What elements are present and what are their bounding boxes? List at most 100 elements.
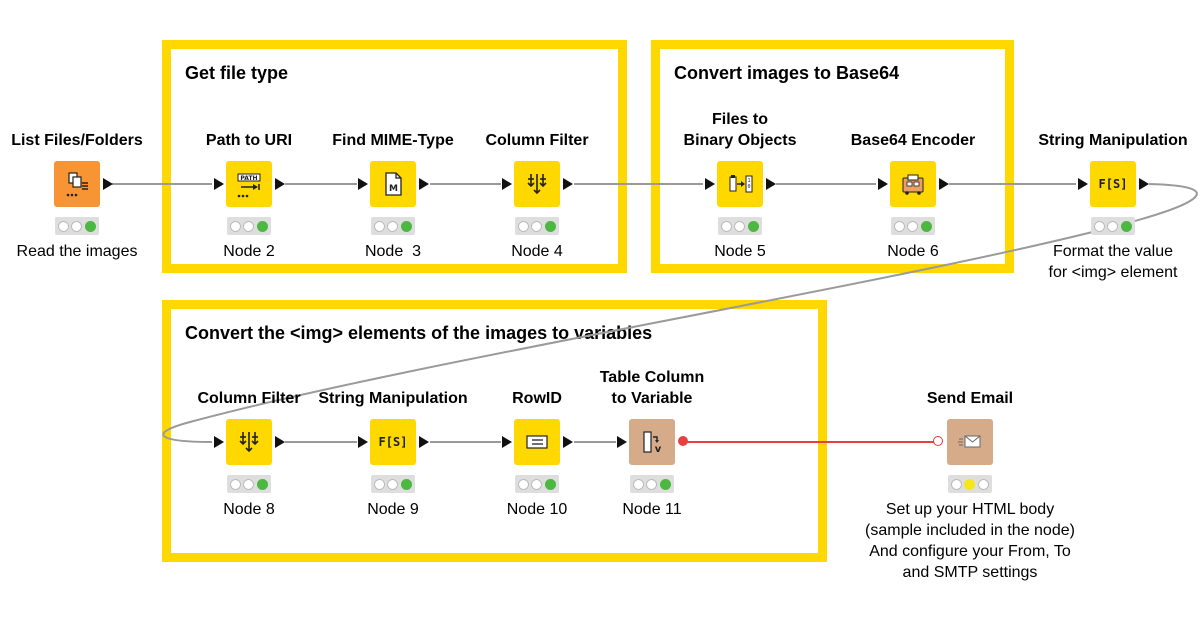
node-caption: Format the value for <img> element: [1048, 243, 1178, 281]
input-port[interactable]: [705, 178, 715, 190]
string-manipulation-icon[interactable]: F[S]: [370, 419, 416, 465]
variable-input-port[interactable]: [933, 436, 943, 446]
output-port[interactable]: [563, 436, 573, 448]
node-list-files-folders[interactable]: List Files/Folders Read the images: [11, 132, 143, 260]
connection-n7-n8[interactable]: [162, 183, 1198, 443]
node-find-mime-type[interactable]: Find MIME-Type M Node 3: [332, 132, 453, 260]
status-light: [374, 220, 386, 232]
output-port[interactable]: [103, 178, 113, 190]
string-manipulation-glyph: F[S]: [1098, 177, 1128, 191]
status-light: [531, 220, 543, 232]
status-light-active: [544, 220, 556, 232]
table-column-to-variable-icon[interactable]: v: [629, 419, 675, 465]
input-port[interactable]: [502, 436, 512, 448]
list-files-icon[interactable]: [54, 161, 100, 207]
output-port[interactable]: [275, 436, 285, 448]
node-caption: Node 11: [622, 501, 682, 518]
node-send-email[interactable]: Send Email Set up your HTML body (sample…: [865, 390, 1075, 581]
node-string-manipulation[interactable]: String Manipulation F[S] Format the valu…: [1038, 132, 1187, 281]
output-port[interactable]: [419, 178, 429, 190]
status-light: [734, 220, 746, 232]
files-to-binary-icon[interactable]: 1 0: [717, 161, 763, 207]
node-label: RowID: [512, 390, 562, 407]
node-label: Path to URI: [205, 132, 293, 149]
node-label: Files to Binary Objects: [683, 111, 797, 149]
status-indicator: [1091, 217, 1135, 235]
output-port[interactable]: [766, 178, 776, 190]
node-label: List Files/Folders: [11, 132, 143, 149]
node-table-column-to-variable[interactable]: Table Column to Variable v Node 11: [600, 369, 705, 518]
input-port[interactable]: [214, 436, 224, 448]
group-title: Convert the <img> elements of the images…: [185, 323, 653, 343]
status-light: [646, 478, 658, 490]
base64-encoder-icon[interactable]: [890, 161, 936, 207]
status-light: [518, 478, 530, 490]
node-label: Table Column to Variable: [599, 369, 705, 407]
status-indicator: [515, 475, 559, 493]
status-light: [243, 478, 255, 490]
status-light: [1107, 220, 1119, 232]
status-light: [387, 478, 399, 490]
status-light: [907, 220, 919, 232]
column-filter-icon[interactable]: [514, 161, 560, 207]
group-convert-img-elements: Convert the <img> elements of the images…: [162, 300, 827, 562]
status-light-active: [400, 220, 412, 232]
input-port[interactable]: [1078, 178, 1088, 190]
input-port[interactable]: [617, 436, 627, 448]
status-light: [951, 478, 963, 490]
node-label: Column Filter: [197, 390, 301, 407]
variable-output-port[interactable]: [678, 436, 688, 446]
status-indicator: [718, 217, 762, 235]
status-light: [894, 220, 906, 232]
node-files-to-binary-objects[interactable]: Files to Binary Objects 1 0 Node 5: [684, 111, 797, 260]
input-port[interactable]: [214, 178, 224, 190]
node-rowid[interactable]: RowID Node 10: [502, 390, 573, 518]
node-base64-encoder[interactable]: Base64 Encoder Node 6: [851, 132, 976, 260]
status-light: [721, 220, 733, 232]
output-port[interactable]: [939, 178, 949, 190]
group-title: Convert images to Base64: [674, 63, 900, 83]
output-port[interactable]: [419, 436, 429, 448]
node-caption: Node 5: [714, 243, 766, 260]
node-label: Send Email: [926, 390, 1014, 407]
group-title: Get file type: [185, 63, 289, 83]
status-light: [633, 478, 645, 490]
path-to-uri-icon[interactable]: PATH: [226, 161, 272, 207]
send-email-icon[interactable]: [947, 419, 993, 465]
status-indicator: [891, 217, 935, 235]
status-light: [374, 478, 386, 490]
group-convert-base64: Convert images to Base64: [651, 40, 1014, 273]
input-port[interactable]: [358, 178, 368, 190]
node-caption: Node 10: [506, 501, 568, 518]
output-port[interactable]: [275, 178, 285, 190]
status-indicator: [55, 217, 99, 235]
status-light-active: [747, 220, 759, 232]
status-light: [1094, 220, 1106, 232]
string-manipulation-glyph: F[S]: [378, 435, 408, 449]
node-path-to-uri[interactable]: Path to URI PATH Node 2: [206, 132, 292, 260]
node-caption: Node 2: [223, 243, 275, 260]
output-port[interactable]: [563, 178, 573, 190]
node-caption: Node 3: [364, 243, 422, 260]
status-indicator: [227, 217, 271, 235]
node-label: Find MIME-Type: [332, 132, 454, 149]
input-port[interactable]: [878, 178, 888, 190]
output-port[interactable]: [1139, 178, 1149, 190]
string-manipulation-icon[interactable]: F[S]: [1090, 161, 1136, 207]
status-light-active: [920, 220, 932, 232]
column-filter-icon[interactable]: [226, 419, 272, 465]
input-port[interactable]: [358, 436, 368, 448]
status-light-active: [400, 478, 412, 490]
status-indicator: [371, 217, 415, 235]
node-column-filter-2[interactable]: Column Filter Node 8: [197, 390, 300, 518]
rowid-icon[interactable]: [514, 419, 560, 465]
node-column-filter[interactable]: Column Filter Node 4: [485, 132, 588, 260]
node-string-manipulation-2[interactable]: String Manipulation F[S] Node 9: [318, 390, 467, 518]
status-light: [230, 220, 242, 232]
status-indicator: [227, 475, 271, 493]
status-light-active: [659, 478, 671, 490]
status-light-active: [256, 220, 268, 232]
status-light-active: [256, 478, 268, 490]
mime-type-icon[interactable]: M: [370, 161, 416, 207]
input-port[interactable]: [502, 178, 512, 190]
